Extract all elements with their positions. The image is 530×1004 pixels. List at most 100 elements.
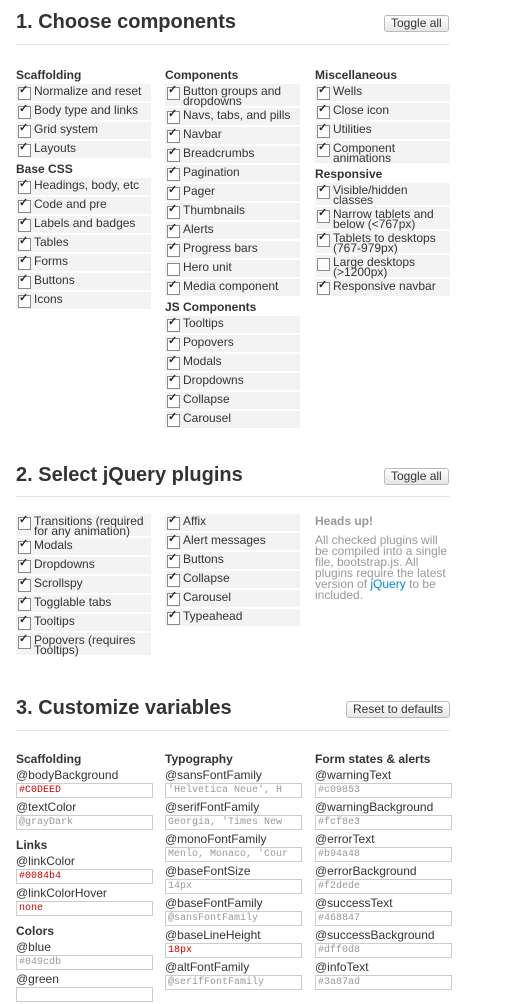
checkbox-item-buttons[interactable]: Buttons [165,552,300,569]
checkbox[interactable] [317,208,330,223]
checkbox-item-dropdowns[interactable]: Dropdowns [165,373,300,390]
checkbox-item-tables[interactable]: Tables [16,235,151,252]
checkbox[interactable] [18,217,31,232]
checkbox[interactable] [167,374,180,389]
variable-input-successbackground[interactable]: #dff0d8 [315,943,452,958]
checkbox[interactable] [167,280,180,295]
checkbox-item-layouts[interactable]: Layouts [16,141,151,158]
checkbox-item-tablets-to-desktops-767-979px[interactable]: Tablets to desktops (767-979px) [315,231,450,254]
checkbox-item-code-and-pre[interactable]: Code and pre [16,197,151,214]
toggle-all-plugins-button[interactable]: Toggle all [384,468,449,485]
checkbox[interactable] [18,596,31,611]
variable-input-infotext[interactable]: #3a87ad [315,975,452,990]
variable-input-textcolor[interactable]: @grayDark [16,815,153,830]
variable-input-altfontfamily[interactable]: @serifFontFamily [165,975,302,990]
checkbox-item-headings-body-etc[interactable]: Headings, body, etc [16,178,151,195]
checkbox[interactable] [18,274,31,289]
toggle-all-components-button[interactable]: Toggle all [384,15,449,32]
checkbox-item-scrollspy[interactable]: Scrollspy [16,576,151,593]
checkbox[interactable] [18,142,31,157]
checkbox-item-pagination[interactable]: Pagination [165,165,300,182]
reset-to-defaults-button[interactable]: Reset to defaults [346,701,451,718]
checkbox-item-navs-tabs-and-pills[interactable]: Navs, tabs, and pills [165,108,300,125]
checkbox[interactable] [167,128,180,143]
checkbox-item-icons[interactable]: Icons [16,292,151,309]
checkbox-item-transitions-required-for-any-animation[interactable]: Transitions (required for any animation) [16,514,151,537]
variable-input-bodybackground[interactable]: #C0DEED [16,783,153,798]
checkbox-item-collapse[interactable]: Collapse [165,392,300,409]
checkbox[interactable] [167,223,180,238]
jquery-link[interactable]: jQuery [370,577,406,591]
checkbox[interactable] [317,184,330,199]
checkbox[interactable] [18,198,31,213]
checkbox-item-modals[interactable]: Modals [16,538,151,555]
checkbox[interactable] [167,336,180,351]
checkbox-item-component-animations[interactable]: Component animations [315,141,450,164]
checkbox-item-buttons[interactable]: Buttons [16,273,151,290]
variable-input-warningbackground[interactable]: #fcf8e3 [315,815,452,830]
variable-input-linkcolorhover[interactable]: none [16,901,153,916]
checkbox[interactable] [317,104,330,119]
checkbox-item-grid-system[interactable]: Grid system [16,122,151,139]
checkbox[interactable] [167,534,180,549]
variable-input-linkcolor[interactable]: #0084b4 [16,869,153,884]
checkbox-item-close-icon[interactable]: Close icon [315,103,450,120]
checkbox[interactable] [317,142,330,157]
checkbox[interactable] [18,634,31,649]
checkbox-item-labels-and-badges[interactable]: Labels and badges [16,216,151,233]
checkbox-item-tooltips[interactable]: Tooltips [16,614,151,631]
checkbox-item-pager[interactable]: Pager [165,184,300,201]
checkbox-item-thumbnails[interactable]: Thumbnails [165,203,300,220]
checkbox-item-alert-messages[interactable]: Alert messages [165,533,300,550]
checkbox[interactable] [167,147,180,162]
checkbox[interactable] [18,539,31,554]
checkbox[interactable] [317,123,330,138]
checkbox[interactable] [167,317,180,332]
checkbox[interactable] [18,255,31,270]
checkbox[interactable] [167,166,180,181]
checkbox[interactable] [18,85,31,100]
checkbox[interactable] [167,412,180,427]
checkbox-item-media-component[interactable]: Media component [165,279,300,296]
variable-input-blue[interactable]: #049cdb [16,955,153,970]
checkbox[interactable] [167,610,180,625]
checkbox-item-popovers-requires-tooltips[interactable]: Popovers (requires Tooltips) [16,633,151,656]
checkbox-item-button-groups-and-dropdowns[interactable]: Button groups and dropdowns [165,84,300,107]
checkbox-item-popovers[interactable]: Popovers [165,335,300,352]
checkbox-item-normalize-and-reset[interactable]: Normalize and reset [16,84,151,101]
variable-input-green[interactable] [16,987,153,1002]
checkbox[interactable] [167,355,180,370]
checkbox[interactable] [18,236,31,251]
variable-input-warningtext[interactable]: #c09853 [315,783,452,798]
checkbox[interactable] [167,572,180,587]
checkbox[interactable] [18,615,31,630]
variable-input-basefontsize[interactable]: 14px [165,879,302,894]
checkbox[interactable] [18,293,31,308]
variable-input-basefontfamily[interactable]: @sansFontFamily [165,911,302,926]
checkbox[interactable] [167,109,180,124]
checkbox-item-togglable-tabs[interactable]: Togglable tabs [16,595,151,612]
checkbox-item-carousel[interactable]: Carousel [165,590,300,607]
checkbox[interactable] [167,204,180,219]
checkbox[interactable] [167,85,180,100]
checkbox-item-affix[interactable]: Affix [165,514,300,531]
checkbox[interactable] [317,280,330,295]
checkbox-item-wells[interactable]: Wells [315,84,450,101]
checkbox-item-modals[interactable]: Modals [165,354,300,371]
checkbox[interactable] [167,185,180,200]
checkbox-item-typeahead[interactable]: Typeahead [165,609,300,626]
variable-input-monofontfamily[interactable]: Menlo, Monaco, 'Cour [165,847,302,862]
checkbox-item-navbar[interactable]: Navbar [165,127,300,144]
checkbox-item-tooltips[interactable]: Tooltips [165,316,300,333]
checkbox-item-carousel[interactable]: Carousel [165,411,300,428]
variable-input-errorbackground[interactable]: #f2dede [315,879,452,894]
variable-input-sansfontfamily[interactable]: 'Helvetica Neue', H [165,783,302,798]
checkbox-item-progress-bars[interactable]: Progress bars [165,241,300,258]
checkbox[interactable] [317,85,330,100]
checkbox[interactable] [167,591,180,606]
checkbox-item-dropdowns[interactable]: Dropdowns [16,557,151,574]
checkbox[interactable] [167,515,180,530]
checkbox-item-responsive-navbar[interactable]: Responsive navbar [315,279,450,296]
checkbox[interactable] [18,104,31,119]
checkbox[interactable] [18,123,31,138]
